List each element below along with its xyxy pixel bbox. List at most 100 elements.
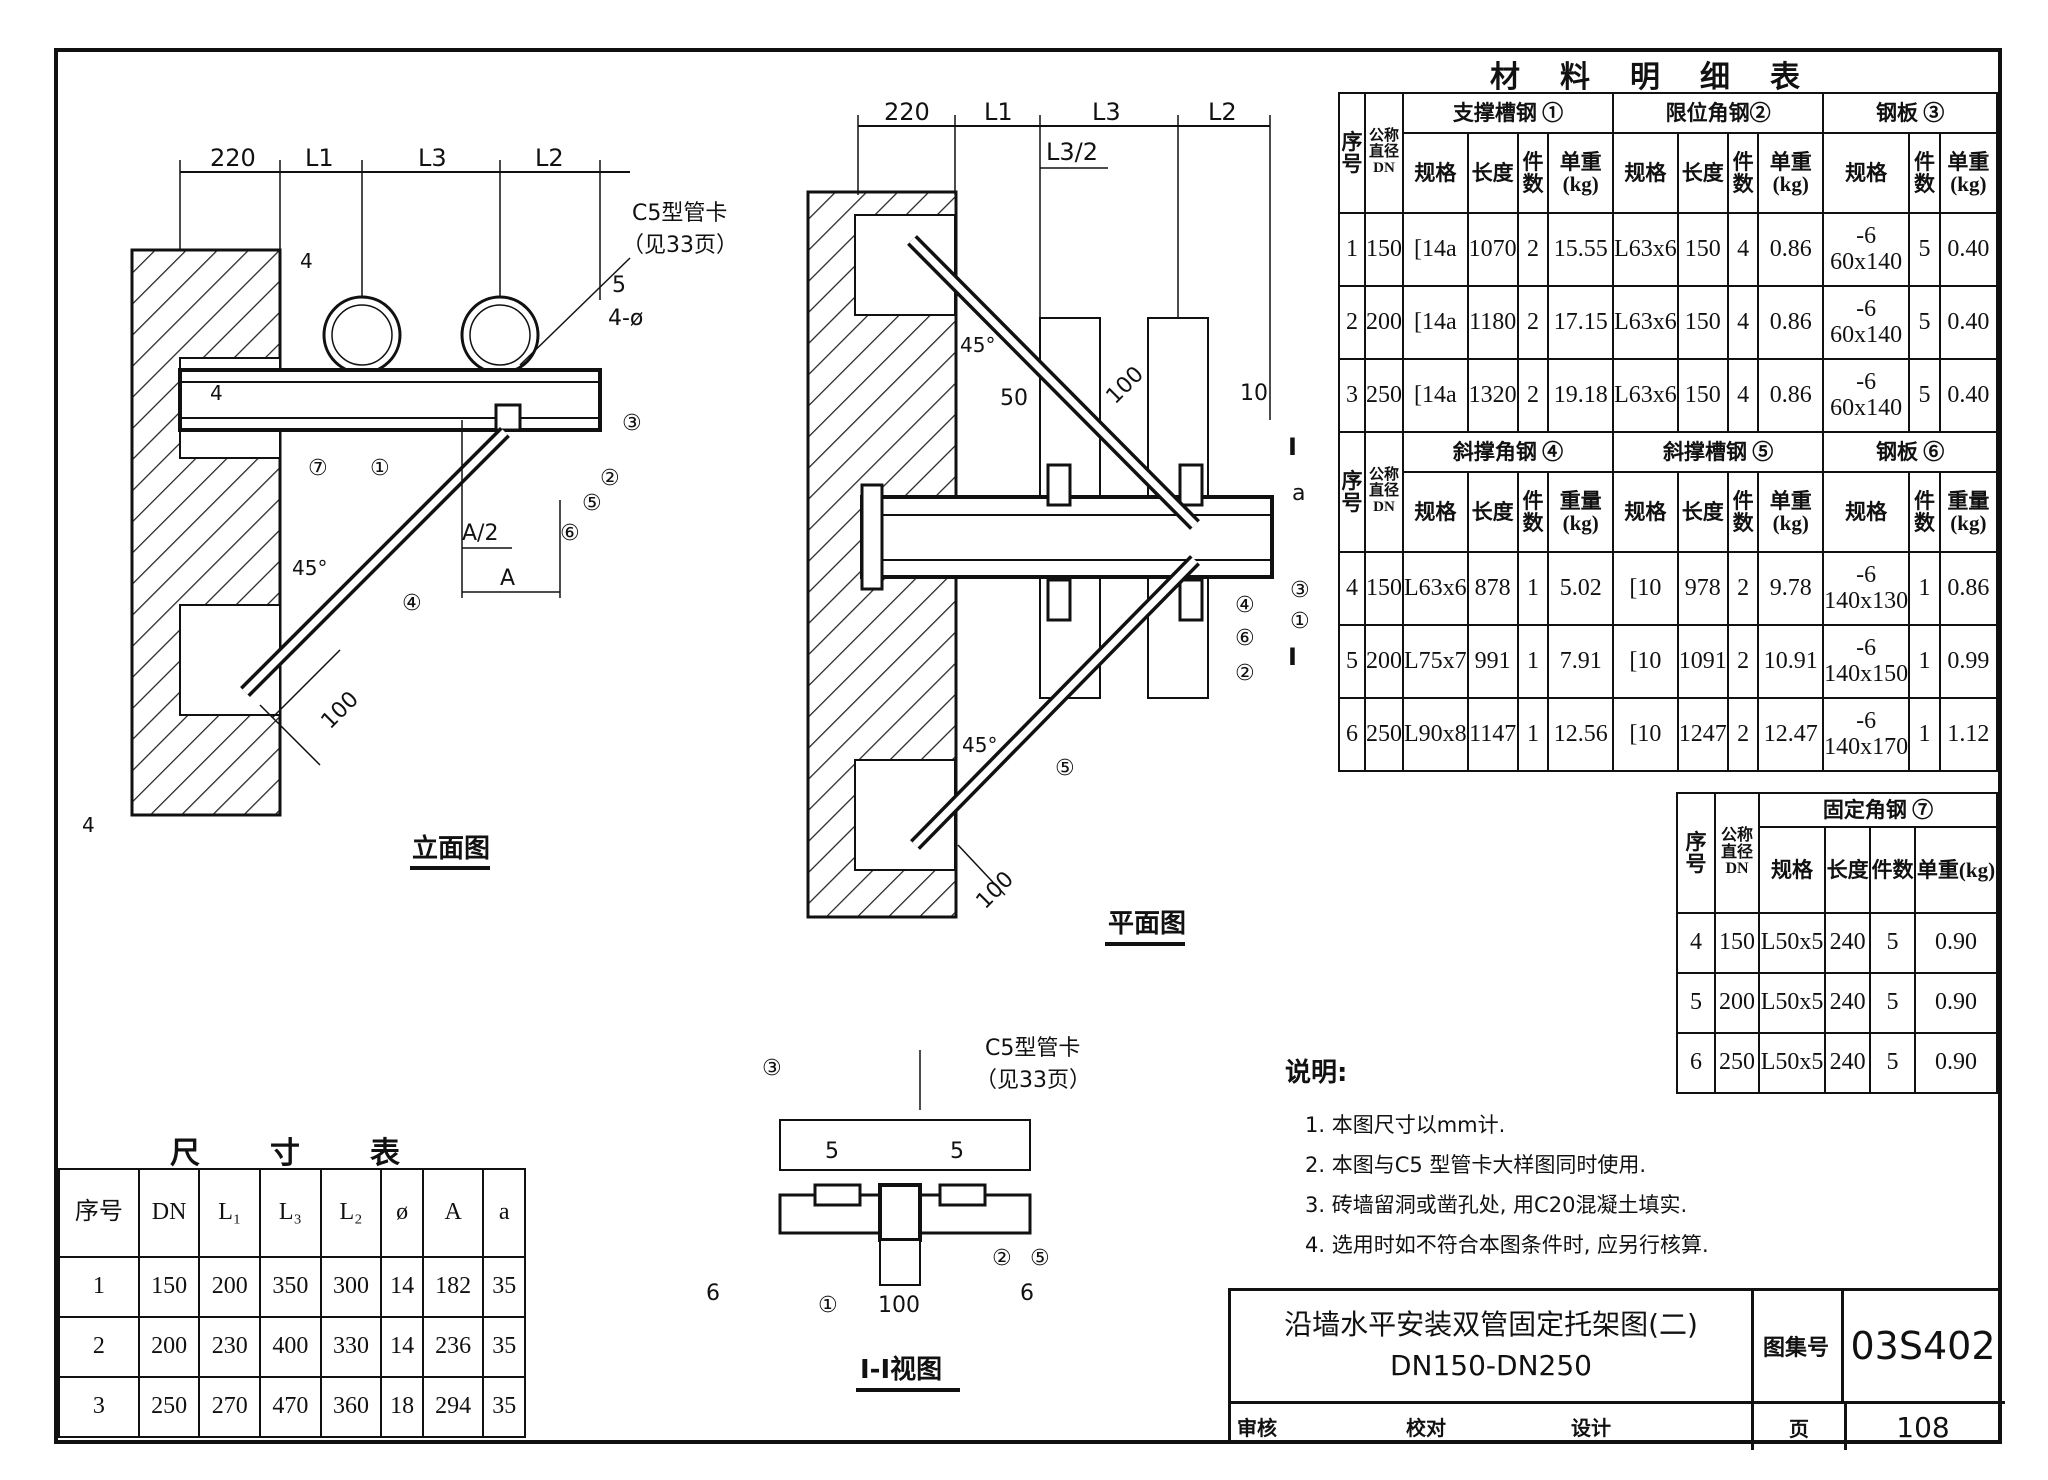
page-label: 页 bbox=[1751, 1404, 1847, 1450]
title-block-sign-row: 审核 校对 设计 页 108 bbox=[1231, 1401, 2005, 1450]
mt-h-spec-4: 规格 bbox=[1402, 471, 1469, 553]
atlas-number: 03S402 bbox=[1850, 1324, 1996, 1368]
section-weld-right: 6 bbox=[1020, 1281, 1034, 1306]
mt-h-spec-1: 规格 bbox=[1402, 132, 1469, 214]
mt-h-qty-7: 件数 bbox=[1869, 826, 1917, 914]
mt-row-cell: 250 bbox=[1364, 697, 1404, 772]
section-callout-2: ② bbox=[992, 1246, 1012, 1271]
mt-row-cell: 0.86 bbox=[1938, 551, 1999, 626]
plan-dim-a: a bbox=[1292, 481, 1305, 506]
mt-row-cell: 1320 bbox=[1466, 358, 1519, 433]
mt-row-cell: 0.40 bbox=[1938, 212, 1999, 287]
mt-row-cell: 1 bbox=[1908, 551, 1941, 626]
mt-fixed-angle-row-cell: 240 bbox=[1824, 1032, 1872, 1094]
dim-l3: L3 bbox=[418, 144, 447, 172]
mt-h-dn: 公称直径DN bbox=[1364, 92, 1404, 214]
mt-row-cell: 2 bbox=[1726, 697, 1760, 772]
mt-row-cell: [10 bbox=[1612, 551, 1679, 626]
mt-row-cell: 200 bbox=[1364, 285, 1404, 360]
plan-dim-l3-half: L3/2 bbox=[1046, 138, 1098, 166]
mt-row-cell: 9.78 bbox=[1757, 551, 1825, 626]
plan-dim-10: 10 bbox=[1240, 381, 1268, 406]
size-table-row-cell: 330 bbox=[319, 1316, 383, 1378]
mt-fixed-angle-row-cell: L50x5 bbox=[1757, 912, 1827, 974]
clamp-ref: （见33页） bbox=[622, 233, 738, 258]
material-table-upper: 序号 公称直径DN 支撑槽钢 ① 限位角钢② 钢板 ③ 规格 长度 件数 单重(… bbox=[1338, 92, 1999, 772]
mt-row-cell: 2 bbox=[1338, 285, 1366, 360]
plan-callout-4: ④ bbox=[1235, 593, 1255, 618]
section-callout-1: ① bbox=[818, 1293, 838, 1318]
size-table-row-cell: 18 bbox=[380, 1376, 424, 1438]
size-table-header: a bbox=[482, 1168, 526, 1258]
section-mark-top: I bbox=[1288, 433, 1297, 461]
mt-row-cell: 150 bbox=[1676, 285, 1729, 360]
mt-row-cell: 12.47 bbox=[1757, 697, 1825, 772]
design-label: 设计 bbox=[1571, 1416, 1611, 1440]
mt-row-cell: -6 140x150 bbox=[1822, 624, 1911, 699]
mt-fixed-angle-row-cell: 150 bbox=[1714, 912, 1760, 974]
mt-h-seq-2: 序号 bbox=[1338, 431, 1366, 553]
mt-row-cell: 7.91 bbox=[1547, 624, 1615, 699]
mt-row-cell: 5 bbox=[1908, 212, 1941, 287]
size-table-row-cell: 200 bbox=[198, 1256, 262, 1318]
mt-g2: 限位角钢② bbox=[1612, 92, 1825, 134]
size-table-row-cell: 14 bbox=[380, 1316, 424, 1378]
mt-row-cell: 1 bbox=[1908, 624, 1941, 699]
section-title: I-I视图 bbox=[860, 1355, 942, 1385]
size-table-header: DN bbox=[137, 1168, 201, 1258]
review-label: 审核 bbox=[1237, 1416, 1277, 1440]
plan-angle-upper: 45° bbox=[960, 333, 995, 357]
mt-h-unit-wt-5: 单重(kg) bbox=[1757, 471, 1825, 553]
mt-row-cell: 1091 bbox=[1676, 624, 1729, 699]
dim-a-half: A/2 bbox=[462, 521, 498, 546]
angle-45: 45° bbox=[292, 556, 327, 580]
mt-row-cell: 17.15 bbox=[1547, 285, 1615, 360]
size-table-header: ø bbox=[380, 1168, 424, 1258]
size-table-row-cell: 150 bbox=[137, 1256, 201, 1318]
mt-row-cell: [14a bbox=[1402, 212, 1469, 287]
mt-fixed-angle-row-cell: 5 bbox=[1869, 912, 1917, 974]
mt-row-cell: 1 bbox=[1516, 624, 1550, 699]
plan-dim-l3: L3 bbox=[1092, 98, 1121, 126]
mt-h-wt-4: 重量(kg) bbox=[1547, 471, 1615, 553]
mt-g5: 斜撑槽钢 ⑤ bbox=[1612, 431, 1825, 473]
mt-row-cell: L63x6 bbox=[1612, 285, 1679, 360]
mt-g3: 钢板 ③ bbox=[1822, 92, 1998, 134]
mt-fixed-angle-row-cell: L50x5 bbox=[1757, 1032, 1827, 1094]
mt-fixed-angle-row-cell: 240 bbox=[1824, 912, 1872, 974]
plan-title: 平面图 bbox=[1108, 909, 1186, 939]
section-clamp-ref: （见33页） bbox=[975, 1068, 1091, 1093]
mt-row-cell: -6 60x140 bbox=[1822, 358, 1911, 433]
mt-fixed-angle-row-cell: 250 bbox=[1714, 1032, 1760, 1094]
dim-l1: L1 bbox=[305, 144, 334, 172]
size-table-row-cell: 400 bbox=[259, 1316, 322, 1378]
mt-fixed-angle-row-cell: 4 bbox=[1676, 912, 1716, 974]
mt-row-cell: 1180 bbox=[1466, 285, 1519, 360]
dim-l2: L2 bbox=[535, 144, 564, 172]
plan-callout-2: ② bbox=[1235, 661, 1255, 686]
mt-fixed-angle-row-cell: 5 bbox=[1676, 972, 1716, 1034]
mt-h-qty-6: 件数 bbox=[1908, 471, 1941, 553]
mt-row-cell: -6 140x170 bbox=[1822, 697, 1911, 772]
mt-row-cell: 1 bbox=[1516, 551, 1550, 626]
mt-g1: 支撑槽钢 ① bbox=[1401, 92, 1615, 134]
size-table-row-cell: 3 bbox=[58, 1376, 140, 1438]
plan-dim-l1: L1 bbox=[984, 98, 1013, 126]
size-table-row-cell: 35 bbox=[482, 1256, 526, 1318]
mt-row-cell: L75x7 bbox=[1402, 624, 1469, 699]
size-table-title: 尺寸表 bbox=[170, 1136, 470, 1171]
mt-row-cell: 0.86 bbox=[1757, 285, 1825, 360]
mt-h-seq: 序号 bbox=[1338, 92, 1366, 214]
elev-callout-5: ⑤ bbox=[582, 491, 602, 516]
elev-callout-3: ③ bbox=[622, 411, 642, 436]
mt-fixed-angle-row-cell: 0.90 bbox=[1914, 972, 1998, 1034]
size-table-row-cell: 182 bbox=[421, 1256, 485, 1318]
